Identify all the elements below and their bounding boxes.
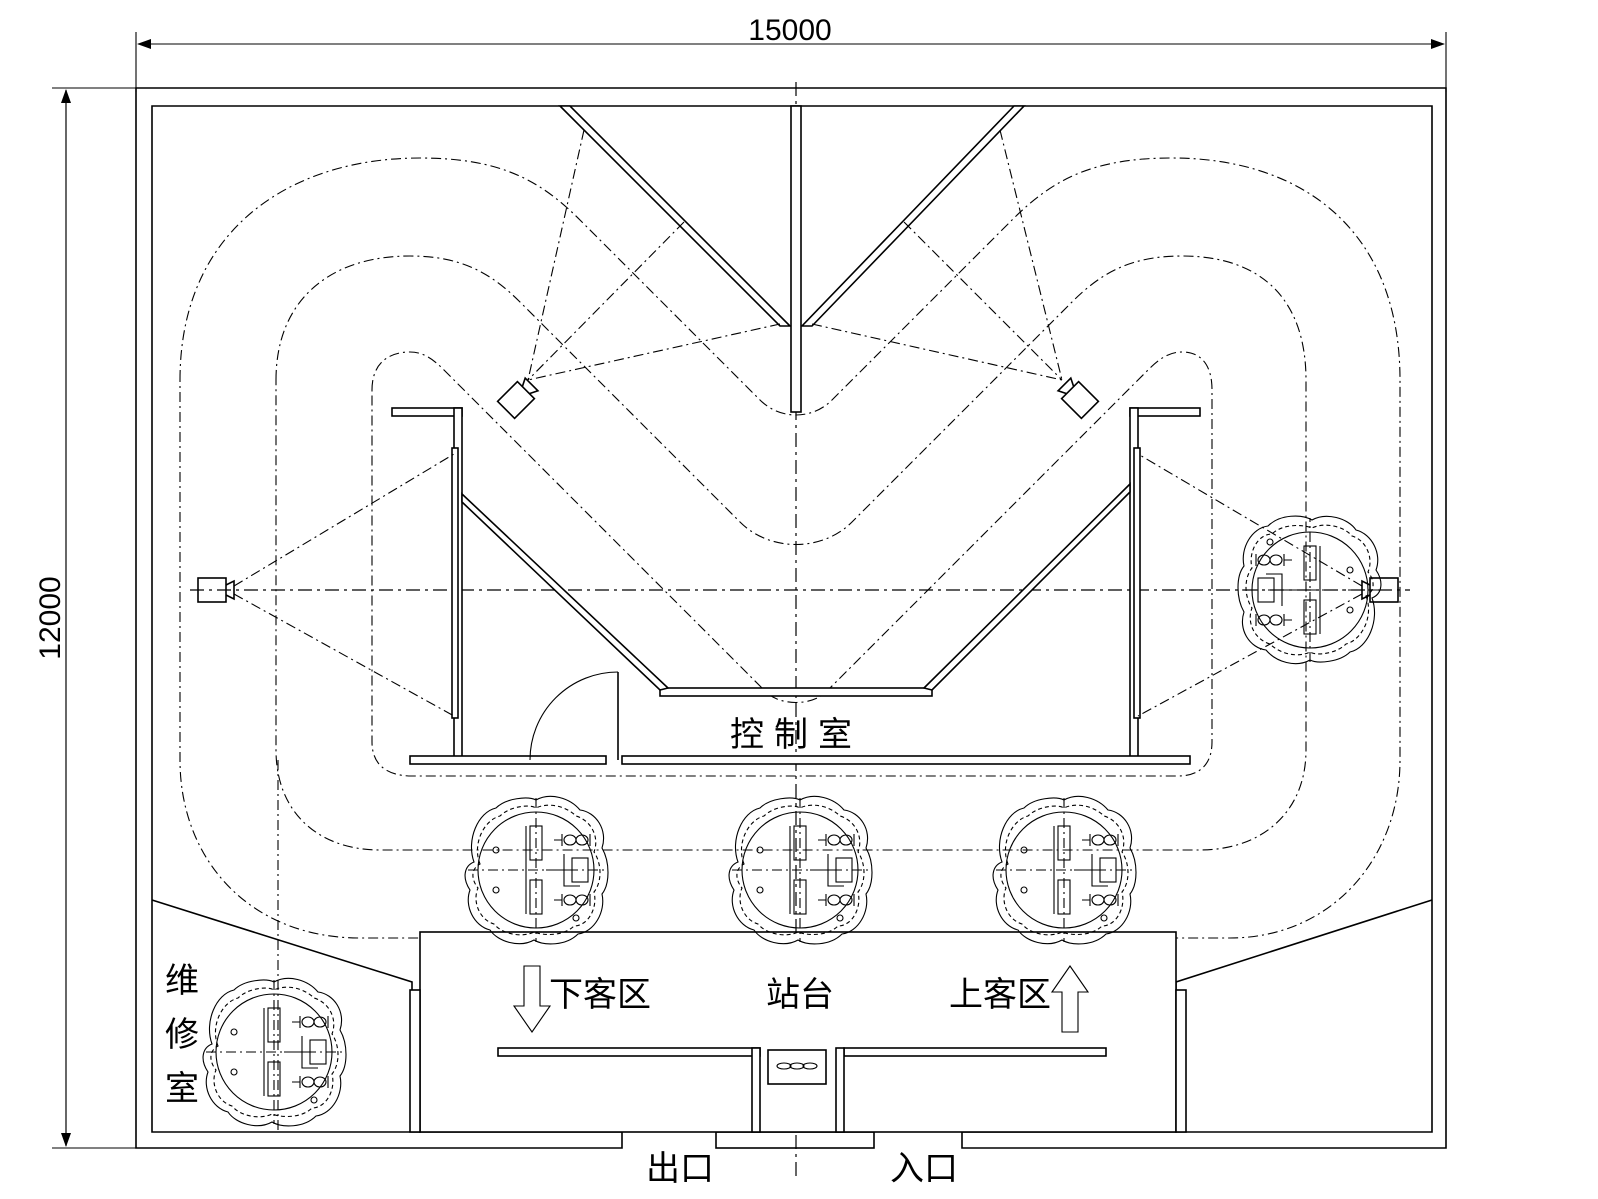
ride-vehicle-icon bbox=[202, 977, 347, 1127]
maintenance-char-2: 修 bbox=[165, 1015, 199, 1055]
ride-vehicle-icon bbox=[464, 795, 609, 945]
ride-vehicle-icon bbox=[992, 795, 1137, 945]
control-room-label: 控制室 bbox=[730, 715, 862, 755]
entrance-arrow-icon bbox=[1050, 965, 1090, 1033]
ride-track bbox=[179, 157, 1401, 939]
height-label: 12000 bbox=[34, 576, 67, 659]
maintenance-char-3: 室 bbox=[165, 1069, 199, 1109]
maintenance-room: 维 修 室 bbox=[165, 760, 279, 1132]
camera-icon-top-left bbox=[496, 375, 541, 420]
track-middle bbox=[275, 255, 1307, 851]
control-room: 控制室 bbox=[391, 407, 1201, 765]
platform: 下客区 站台 上客区 bbox=[151, 899, 1433, 1133]
width-dimension: 15000 bbox=[135, 14, 1447, 92]
load-zone-label: 上客区 bbox=[949, 975, 1051, 1015]
platform-label: 站台 bbox=[766, 975, 834, 1015]
height-dimension: 12000 bbox=[34, 87, 136, 1149]
width-label: 15000 bbox=[748, 14, 831, 47]
top-screens bbox=[527, 105, 1063, 413]
exit-label: 出口 bbox=[646, 1149, 714, 1189]
entrance-label: 入口 bbox=[890, 1149, 958, 1189]
camera-icon-top-right bbox=[1055, 375, 1100, 420]
track-inner bbox=[371, 351, 1213, 777]
unload-zone-label: 下客区 bbox=[549, 975, 651, 1015]
exit-arrow-icon bbox=[512, 965, 552, 1033]
ride-vehicle-icon bbox=[728, 795, 873, 945]
maintenance-char-1: 维 bbox=[165, 961, 199, 1001]
track-outer bbox=[179, 157, 1401, 939]
side-projections bbox=[233, 453, 1363, 717]
